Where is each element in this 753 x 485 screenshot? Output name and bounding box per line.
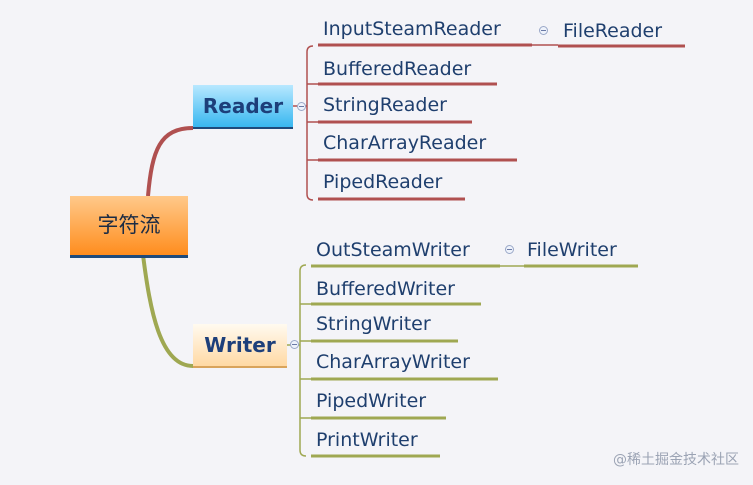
root-reader-connector [146, 126, 194, 197]
writer-bracket [299, 264, 307, 457]
node-bufferedwriter[interactable]: BufferedWriter [316, 278, 455, 300]
root-node[interactable]: 字符流 [70, 196, 188, 258]
root-writer-connector [141, 254, 194, 368]
reader-bracket [306, 45, 314, 201]
node-printwriter[interactable]: PrintWriter [316, 429, 418, 451]
node-stringreader[interactable]: StringReader [323, 94, 447, 116]
node-filereader[interactable]: FileReader [563, 20, 663, 42]
node-stringwriter[interactable]: StringWriter [316, 313, 431, 335]
node-pipedreader[interactable]: PipedReader [323, 171, 443, 193]
inputsteamreader-collapse-icon[interactable] [539, 26, 548, 35]
node-chararrayreader[interactable]: CharArrayReader [323, 132, 487, 154]
reader-collapse-icon[interactable] [297, 102, 306, 111]
outsteamwriter-collapse-icon[interactable] [505, 245, 514, 254]
writer-node[interactable]: Writer [193, 324, 287, 368]
node-pipedwriter[interactable]: PipedWriter [316, 390, 427, 412]
node-bufferedreader[interactable]: BufferedReader [323, 58, 472, 80]
node-filewriter[interactable]: FileWriter [527, 239, 617, 261]
reader-node[interactable]: Reader [193, 85, 293, 129]
watermark-text: @稀土掘金技术社区 [613, 452, 739, 468]
node-inputsteamreader[interactable]: InputSteamReader [323, 18, 501, 40]
node-chararraywriter[interactable]: CharArrayWriter [316, 351, 470, 373]
writer-collapse-icon[interactable] [290, 340, 299, 349]
node-outsteamwriter[interactable]: OutSteamWriter [316, 239, 470, 261]
